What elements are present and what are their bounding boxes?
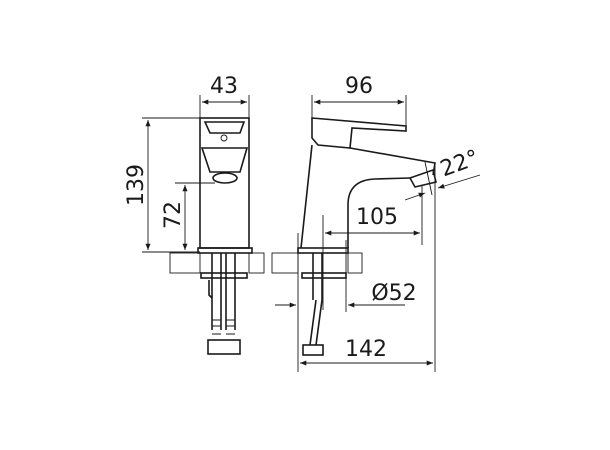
dimension-diameter-52: Ø52 <box>371 281 416 306</box>
dimension-142: 142 <box>345 337 387 362</box>
dimension-105: 105 <box>356 205 398 230</box>
side-view: 96 105 Ø52 142 22° <box>271 74 482 372</box>
dimension-139: 139 <box>124 164 149 206</box>
dimension-43: 43 <box>210 74 238 99</box>
lever <box>311 117 407 149</box>
dimension-96: 96 <box>345 74 373 99</box>
front-view: 43 139 72 <box>124 74 265 355</box>
dimension-72: 72 <box>161 201 186 229</box>
